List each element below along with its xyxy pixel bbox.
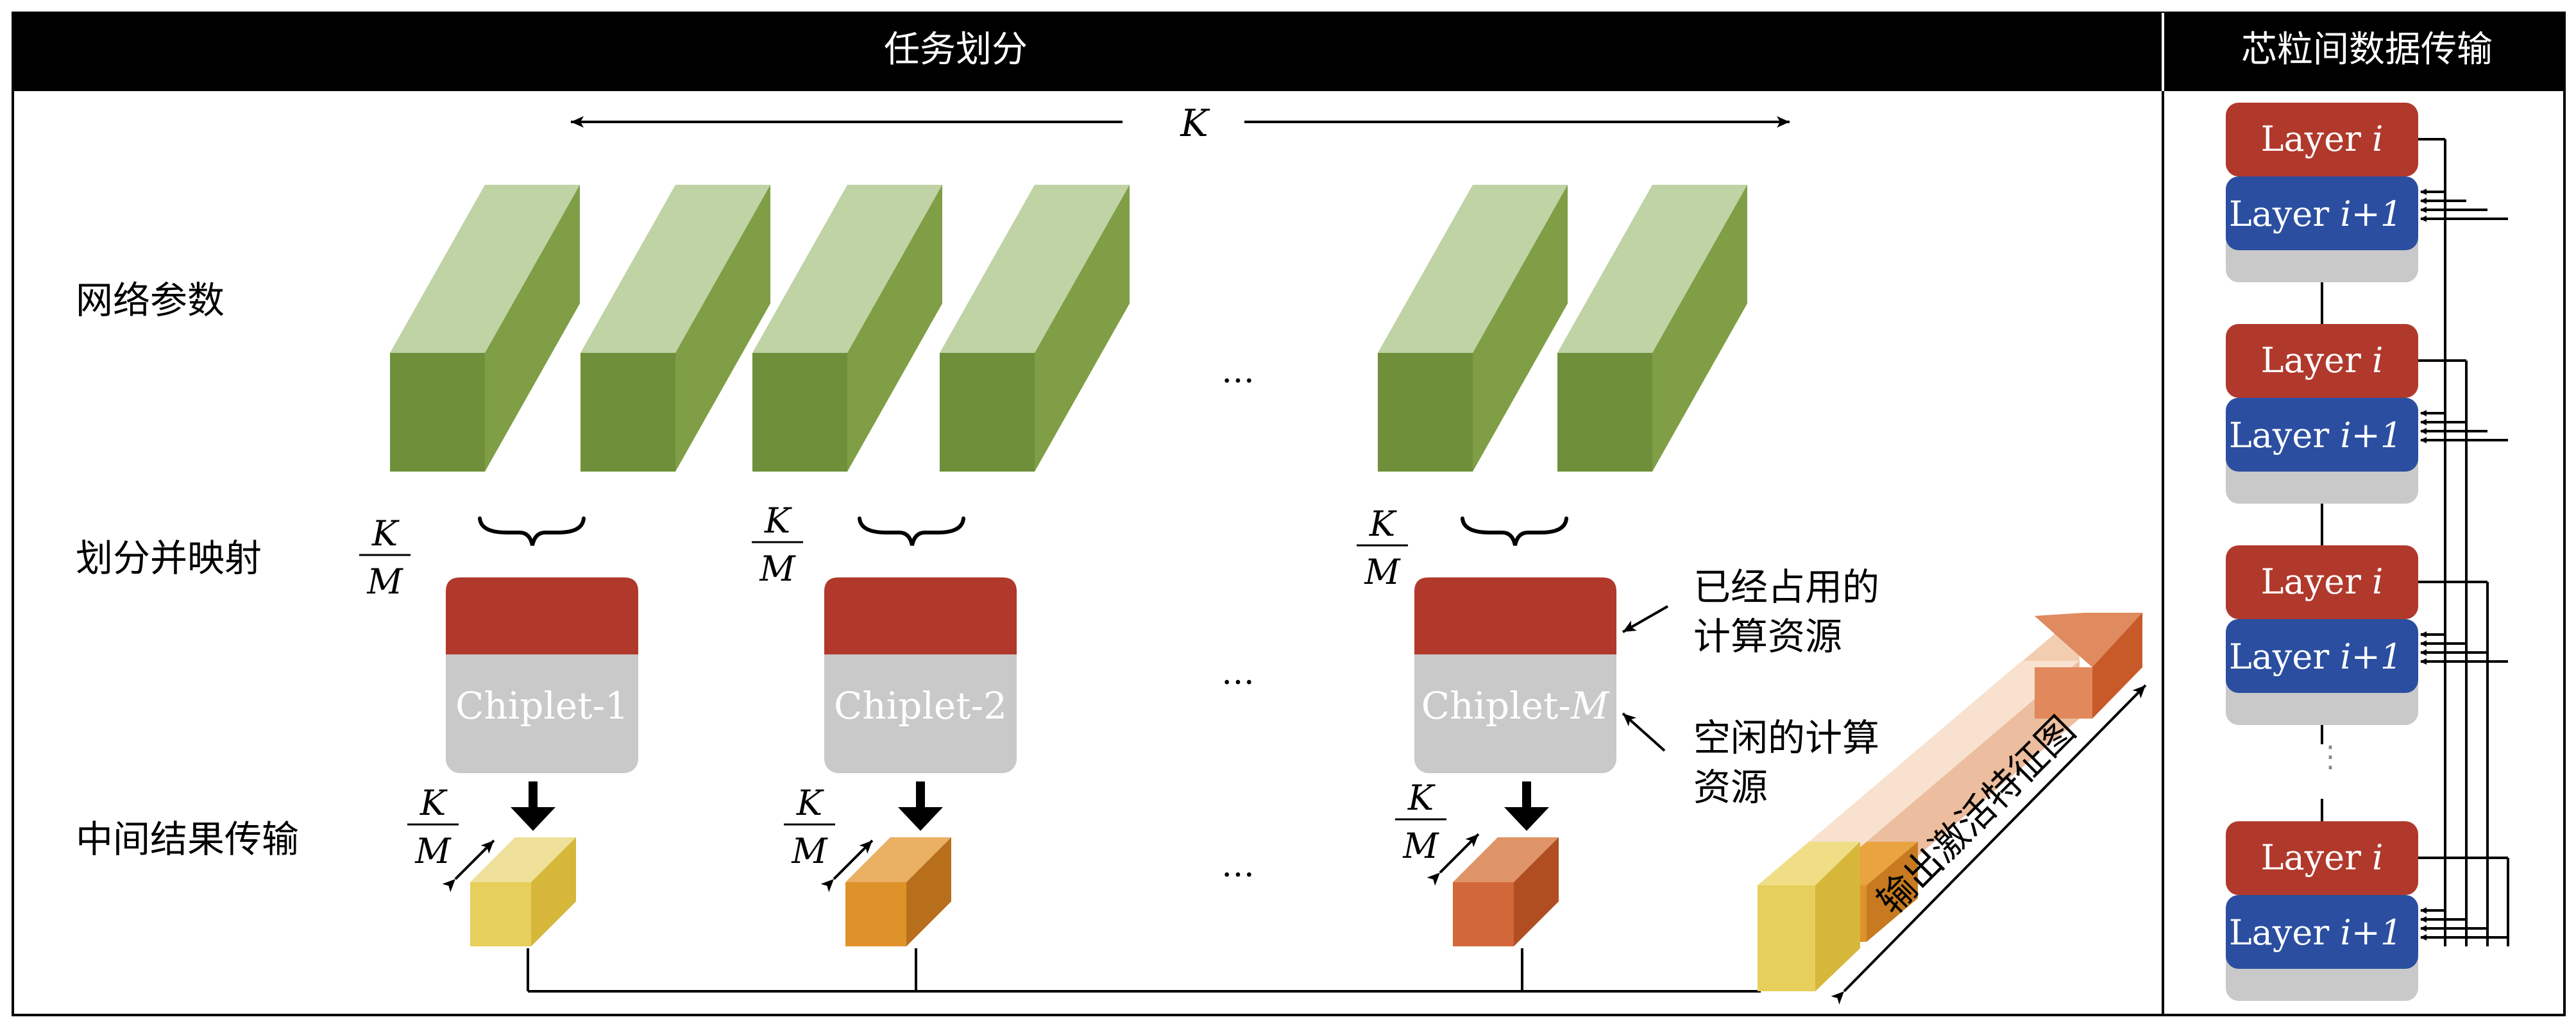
svg-text:M: M (791, 831, 828, 871)
brace-1 (478, 516, 586, 546)
idle-arrow (1622, 712, 1666, 752)
svg-text:K: K (419, 783, 448, 823)
output-activation-bar (1758, 613, 2142, 991)
header-bar (13, 13, 2564, 91)
bottom-connector (527, 948, 1761, 993)
result-cube-1 (470, 837, 576, 946)
size-arrow-1 (442, 839, 495, 892)
parameter-blocks (390, 185, 1747, 472)
fraction-transfer-1: KM (407, 783, 459, 871)
occupied-label-1: 已经占用的 (1693, 565, 1879, 609)
svg-text:K: K (764, 500, 792, 541)
layer-i-label: Layer i (2261, 837, 2384, 878)
layer-stack-3: Layer i Layer i+1 (2226, 545, 2418, 725)
fraction-map-3: KM (1357, 504, 1408, 592)
fraction-transfer-3: KM (1395, 778, 1446, 866)
ellipsis-params: … (1221, 352, 1255, 391)
brace-3 (1461, 516, 1568, 546)
row-label-params: 网络参数 (76, 278, 225, 322)
layer-stack-1: Layer i Layer i+1 (2226, 103, 2418, 282)
parameter-block (390, 185, 580, 472)
task-partition-title: 任务划分 (884, 29, 1028, 71)
row-label-transfer: 中间结果传输 (76, 817, 299, 861)
layer-stack-4: Layer i Layer i+1 (2226, 821, 2418, 1001)
svg-text:M: M (414, 831, 452, 871)
occupied-label-2: 计算资源 (1693, 615, 1842, 658)
svg-text:K: K (1407, 778, 1436, 818)
chiplet-1: Chiplet-1 (446, 577, 638, 773)
fraction-map-2: KM (752, 500, 803, 589)
svg-text:K: K (796, 783, 824, 823)
idle-label-2: 资源 (1693, 765, 1768, 809)
chiplet-transfer-title: 芯粒间数据传输 (2241, 29, 2493, 71)
ellipsis-results: … (1221, 846, 1255, 885)
svg-text:M: M (1402, 826, 1439, 866)
vdots: ⋮ (2316, 739, 2345, 774)
layer-i1-label: Layer i+1 (2229, 194, 2402, 234)
layer-i1-label: Layer i+1 (2229, 636, 2402, 677)
layer-i1-label: Layer i+1 (2229, 912, 2402, 953)
result-cube-2 (845, 837, 951, 946)
layer-wires (2418, 138, 2509, 946)
idle-label-1: 空闲的计算 (1693, 716, 1879, 760)
size-arrow-2 (820, 839, 874, 892)
parameter-block (1378, 185, 1568, 472)
layer-i-label: Layer i (2261, 340, 2384, 380)
layer-i-label: Layer i (2261, 561, 2384, 602)
chiplet-1-label: Chiplet-1 (455, 684, 629, 728)
svg-text:M: M (1364, 552, 1401, 592)
parameter-block (940, 185, 1130, 472)
chiplet-m: Chiplet-M (1414, 577, 1616, 773)
svg-text:K: K (1369, 504, 1397, 544)
layer-i-label: Layer i (2261, 119, 2384, 159)
row-label-map: 划分并映射 (76, 536, 262, 580)
layer-stack-2: Layer i Layer i+1 (2226, 324, 2418, 504)
layer-i1-label: Layer i+1 (2229, 415, 2402, 456)
chiplet-2: Chiplet-2 (824, 577, 1017, 773)
chiplet-2-label: Chiplet-2 (834, 684, 1007, 728)
output-length-arrow (1831, 684, 2147, 1005)
result-cube-3 (1453, 837, 1559, 946)
parameter-block (1557, 185, 1747, 472)
ellipsis-chiplets: … (1221, 654, 1255, 692)
svg-text:M: M (759, 549, 796, 589)
fraction-map-1: KM (359, 513, 411, 602)
down-arrow-1 (511, 781, 555, 831)
brace-2 (858, 516, 965, 546)
occupied-arrow (1622, 605, 1668, 633)
svg-text:K: K (371, 513, 400, 554)
down-arrow-2 (898, 781, 943, 831)
parameter-block (752, 185, 942, 472)
fraction-transfer-2: KM (784, 783, 835, 871)
svg-text:M: M (366, 561, 403, 602)
down-arrow-3 (1504, 781, 1549, 831)
parameter-block (580, 185, 770, 472)
size-arrow-3 (1427, 833, 1480, 886)
span-label: K (1180, 101, 1210, 145)
chiplet-m-label: Chiplet-M (1421, 684, 1610, 728)
